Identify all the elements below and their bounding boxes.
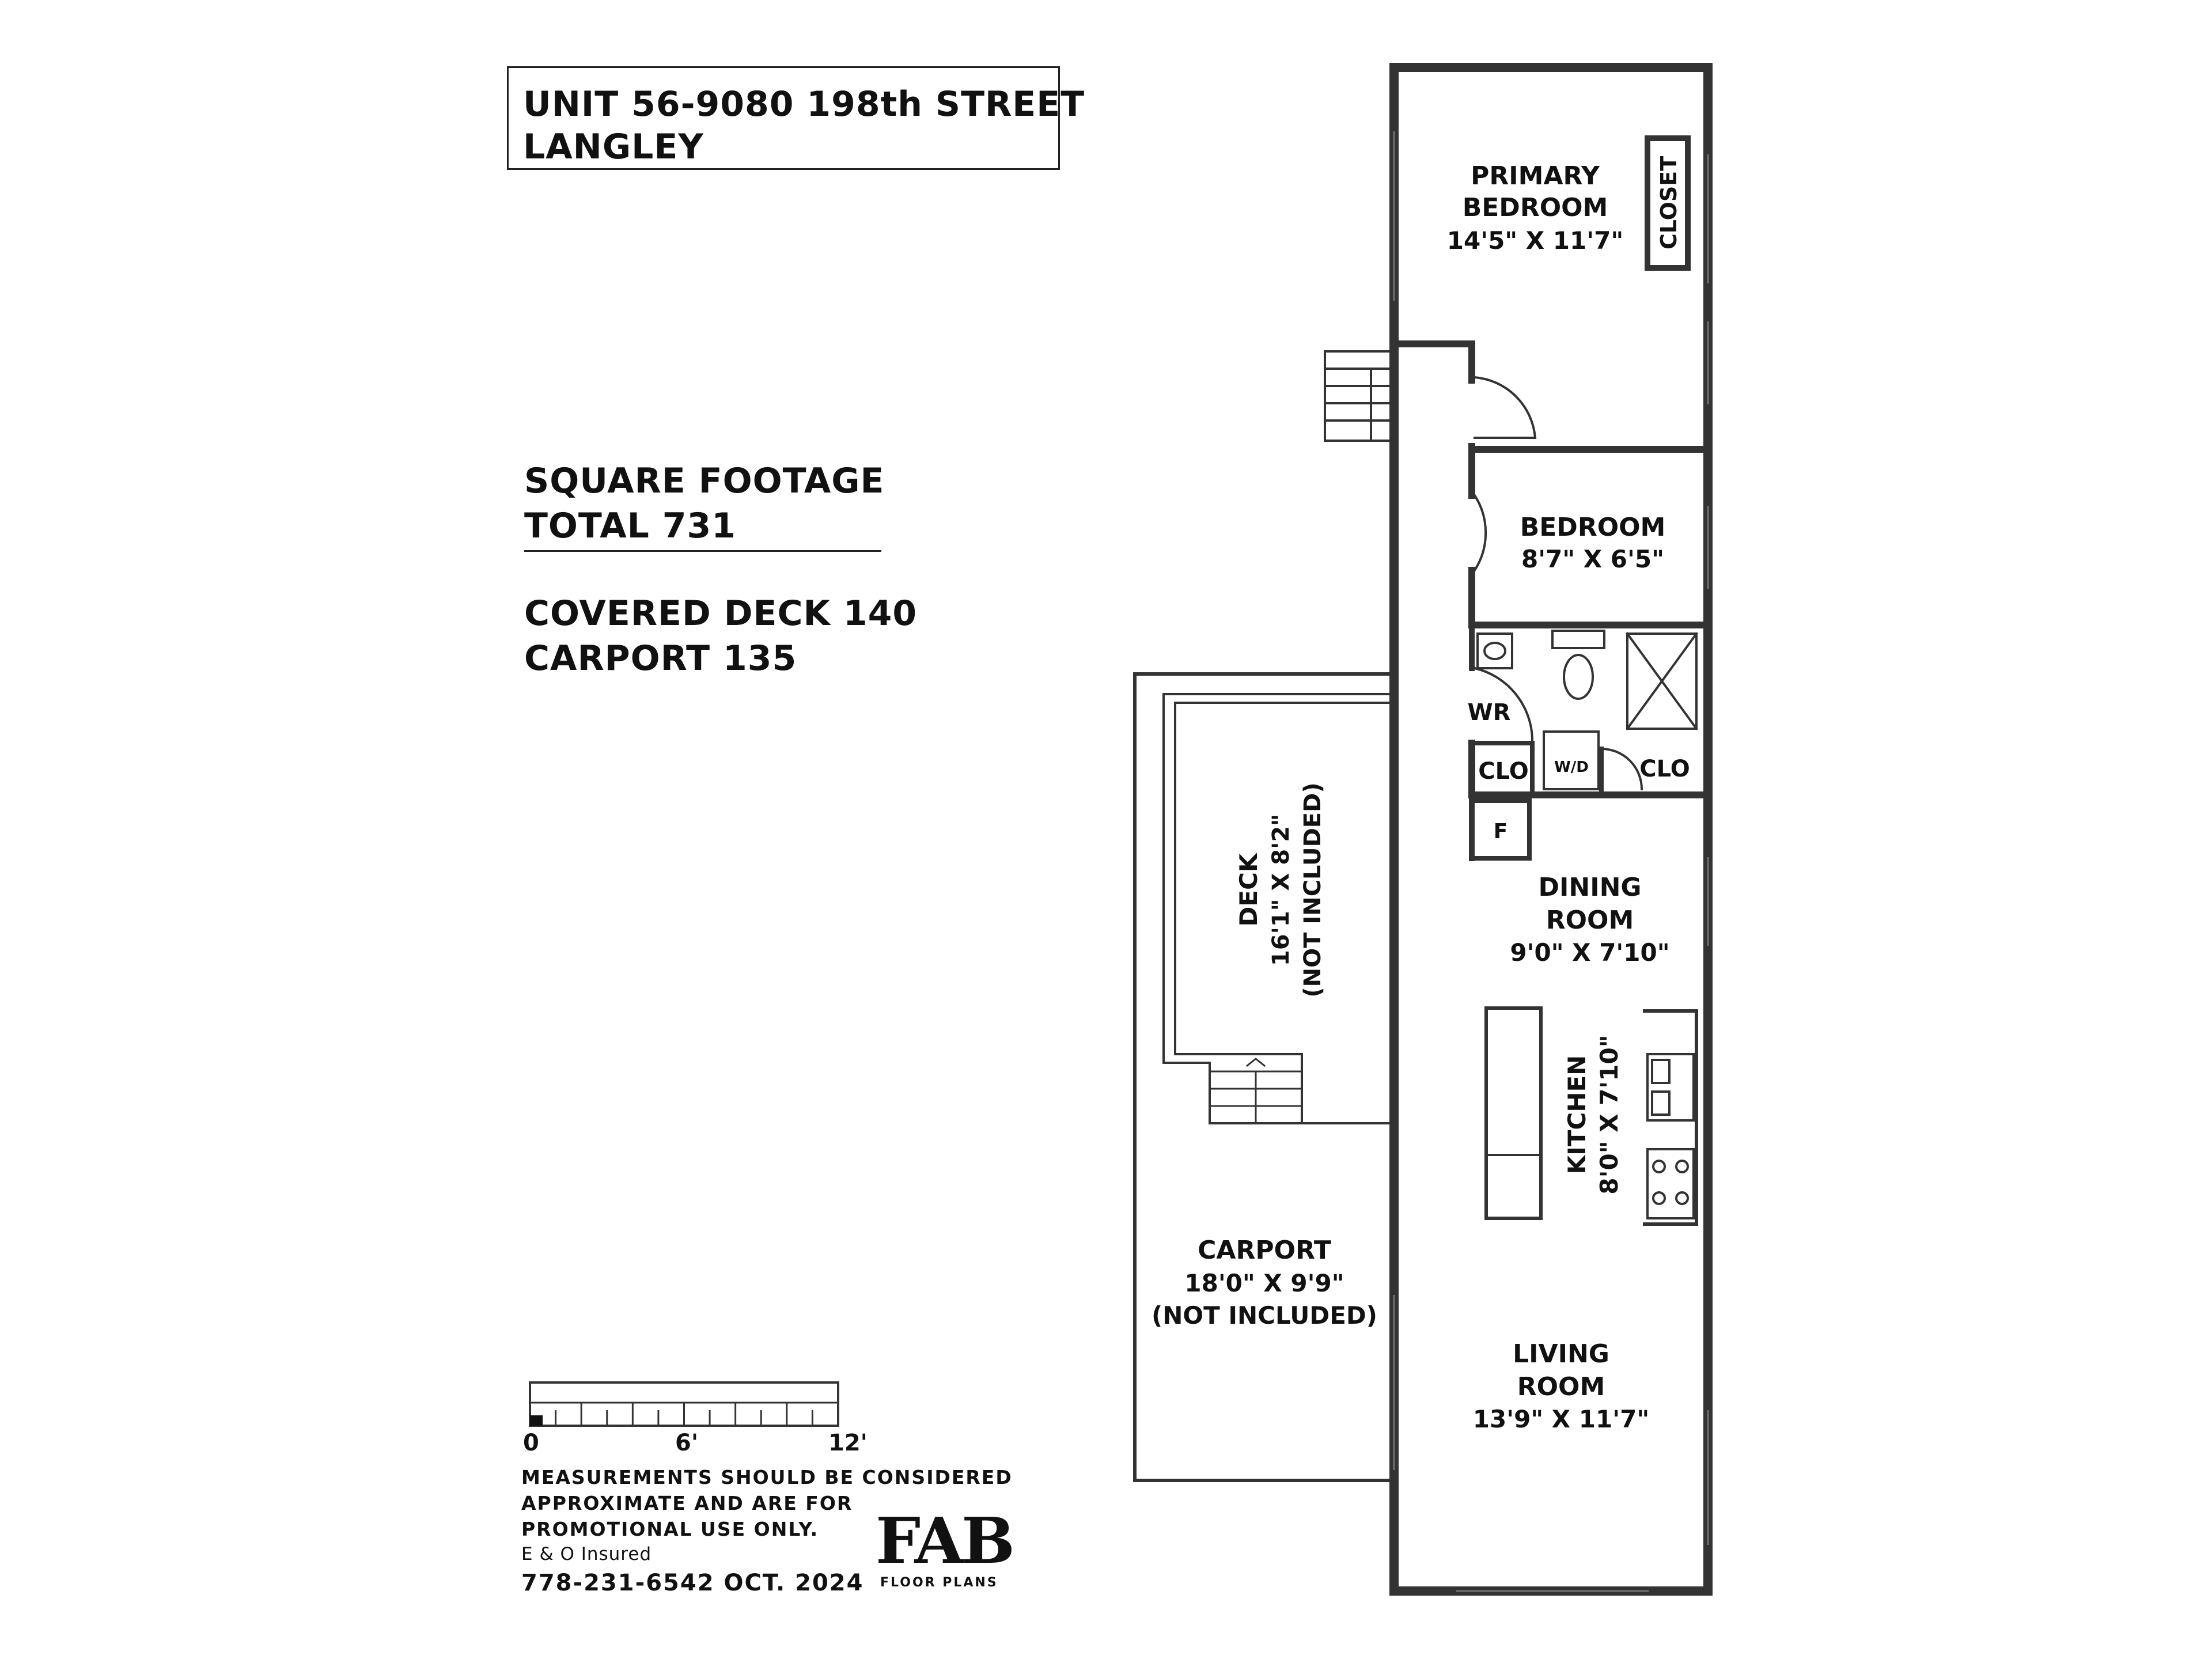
carport-name: CARPORT — [1198, 1236, 1331, 1265]
kitchen-name: KITCHEN — [1563, 1055, 1591, 1175]
disclaimer-line-3: PROMOTIONAL USE ONLY. — [521, 1518, 819, 1540]
scale-label-6: 6' — [675, 1430, 699, 1456]
address-title-box: UNIT 56-9080 198th STREET LANGLEY — [507, 66, 1084, 170]
bedroom-south-wall — [1468, 567, 1711, 628]
deck-note: (NOT INCLUDED) — [1300, 782, 1326, 997]
contact-date-line: 778-231-6542 OCT. 2024 — [521, 1570, 864, 1596]
closet-label: CLOSET — [1656, 156, 1681, 249]
bathroom-fixtures — [1476, 630, 1698, 790]
logo-subtitle: FLOOR PLANS — [880, 1575, 998, 1590]
scale-label-12: 12' — [828, 1430, 868, 1456]
entry-stairs — [1324, 350, 1392, 442]
freezer-label: F — [1494, 820, 1508, 843]
carport-note: (NOT INCLUDED) — [1152, 1301, 1377, 1330]
sqft-divider — [524, 550, 881, 552]
living-size: 13'9" X 11'7" — [1473, 1405, 1649, 1433]
address-line-1: UNIT 56-9080 198th STREET — [523, 84, 1085, 124]
kitchen-size: 8'0" X 7'10" — [1595, 1035, 1623, 1194]
kitchen-appliances — [1485, 1053, 1695, 1219]
carport-sqft: CARPORT 135 — [524, 638, 797, 679]
window-marks — [1393, 131, 1709, 1592]
scale-label-0: 0 — [523, 1430, 539, 1456]
dining-name-2: ROOM — [1546, 906, 1634, 935]
sqft-label: SQUARE FOOTAGE — [524, 461, 885, 501]
bedroom-name: BEDROOM — [1520, 513, 1666, 542]
fab-floor-plans-logo: FAB FLOOR PLANS — [876, 1503, 1015, 1596]
living-name-1: LIVING — [1513, 1339, 1609, 1369]
dining-north-wall — [1468, 740, 1711, 798]
carport-size: 18'0" X 9'9" — [1184, 1269, 1344, 1297]
living-name-2: ROOM — [1517, 1372, 1605, 1402]
dining-name-1: DINING — [1538, 873, 1641, 902]
closet-outline — [1645, 135, 1691, 271]
clo-left-label: CLO — [1478, 758, 1528, 785]
primary-bedroom-name-2: BEDROOM — [1463, 193, 1608, 222]
deck-name: DECK — [1234, 853, 1263, 926]
insured-line: E & O Insured — [521, 1544, 652, 1565]
dining-size: 9'0" X 7'10" — [1510, 938, 1669, 967]
disclaimer-line-1: MEASUREMENTS SHOULD BE CONSIDERED — [521, 1466, 1013, 1488]
primary-bedroom-name-1: PRIMARY — [1471, 161, 1600, 191]
deck-area — [1133, 672, 1396, 1482]
primary-bedroom-wall — [1391, 340, 1475, 384]
logo-mark: FAB — [876, 1503, 1015, 1578]
covered-deck-sqft: COVERED DECK 140 — [524, 593, 918, 634]
primary-bedroom-south-wall — [1468, 443, 1711, 453]
bedroom-size: 8'7" X 6'5" — [1521, 545, 1664, 573]
disclaimer-line-2: APPROXIMATE AND ARE FOR — [521, 1492, 853, 1514]
door-swings — [1473, 376, 1643, 791]
primary-bedroom-size: 14'5" X 11'7" — [1447, 226, 1623, 255]
deck-size: 16'1" X 8'2" — [1268, 814, 1294, 966]
deck-stairs — [1209, 1058, 1303, 1124]
wd-label: W/D — [1554, 759, 1589, 776]
wr-label: WR — [1468, 699, 1511, 726]
address-line-2: LANGLEY — [523, 127, 704, 167]
sqft-total: TOTAL 731 — [524, 506, 737, 546]
clo-right-label: CLO — [1639, 756, 1690, 782]
scale-bar — [529, 1381, 839, 1427]
kitchen-counters — [1484, 1006, 1698, 1226]
